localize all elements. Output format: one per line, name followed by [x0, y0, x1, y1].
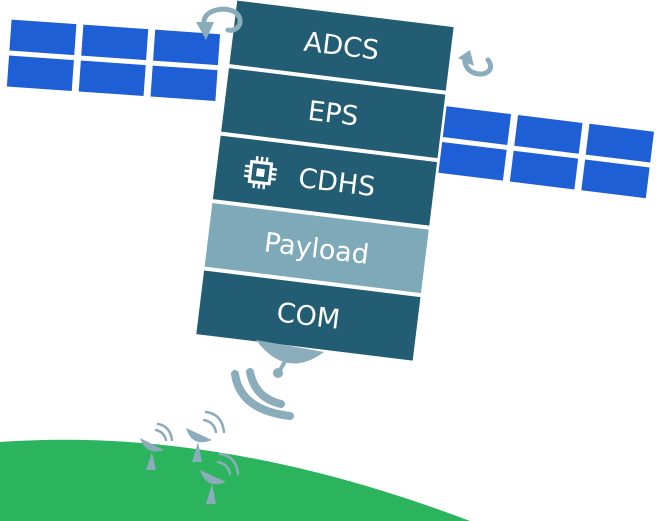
rotation-arrow-left-icon: [196, 6, 243, 40]
ground-antenna-3-icon: [200, 452, 240, 504]
module-adcs: ADCS: [229, 0, 454, 91]
solar-panel-right: [436, 104, 657, 201]
module-com-label: COM: [275, 297, 342, 335]
module-eps-label: EPS: [306, 96, 360, 133]
chip-icon: [243, 156, 278, 190]
module-eps: EPS: [221, 68, 446, 159]
solar-panel-left: [4, 17, 223, 104]
rotation-arrow-right-icon: [458, 50, 494, 77]
module-payload: Payload: [204, 203, 429, 294]
signal-waves-icon: [231, 368, 294, 420]
satellite-dish-icon: [256, 340, 324, 378]
module-cdhs: CDHS: [212, 135, 438, 226]
module-com: COM: [196, 270, 421, 361]
earth-ground: [0, 439, 470, 521]
ground-antenna-1-icon: [140, 422, 174, 470]
satellite-body: ADCS EPS CDHS Payload: [196, 0, 454, 361]
ground-antenna-2-icon: [186, 410, 226, 462]
